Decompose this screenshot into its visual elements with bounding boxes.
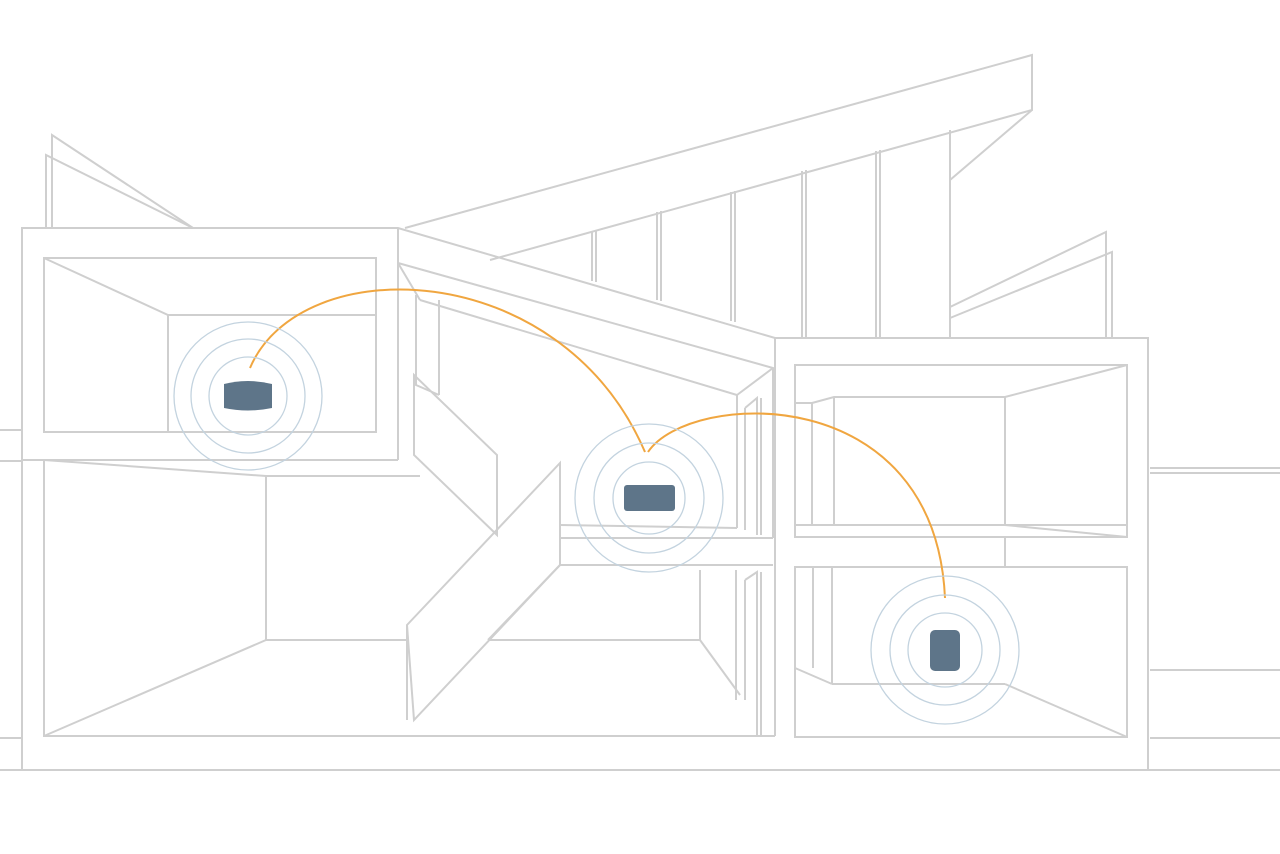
signal-ring bbox=[208, 356, 288, 436]
roof-right-parapet bbox=[949, 230, 1113, 338]
roof-slanted-canopy bbox=[404, 53, 1033, 338]
device-node-2 bbox=[574, 423, 724, 573]
house-outline bbox=[21, 227, 1149, 770]
room-lower-left bbox=[43, 459, 775, 737]
signal-ring bbox=[190, 338, 306, 454]
signal-link-2 bbox=[647, 412, 946, 599]
router-icon bbox=[624, 485, 675, 511]
device-node-1 bbox=[173, 321, 323, 471]
device-node-3 bbox=[870, 575, 1020, 725]
signal-ring bbox=[889, 594, 1001, 706]
signal-ring bbox=[612, 461, 686, 535]
ground-lines bbox=[0, 429, 1280, 771]
router-icon bbox=[224, 381, 272, 411]
room-upper-left bbox=[22, 257, 398, 461]
signal-ring bbox=[574, 423, 724, 573]
stair-hall bbox=[397, 262, 776, 736]
signal-links bbox=[249, 288, 946, 599]
signal-ring bbox=[907, 612, 983, 688]
signal-ring bbox=[173, 321, 323, 471]
room-upper-right bbox=[794, 364, 1128, 538]
signal-ring bbox=[593, 442, 705, 554]
room-lower-right bbox=[794, 537, 1128, 738]
signal-link-1 bbox=[249, 288, 646, 453]
router-icon bbox=[930, 630, 960, 671]
signal-ring bbox=[870, 575, 1020, 725]
roof-left-parapet bbox=[45, 133, 194, 229]
